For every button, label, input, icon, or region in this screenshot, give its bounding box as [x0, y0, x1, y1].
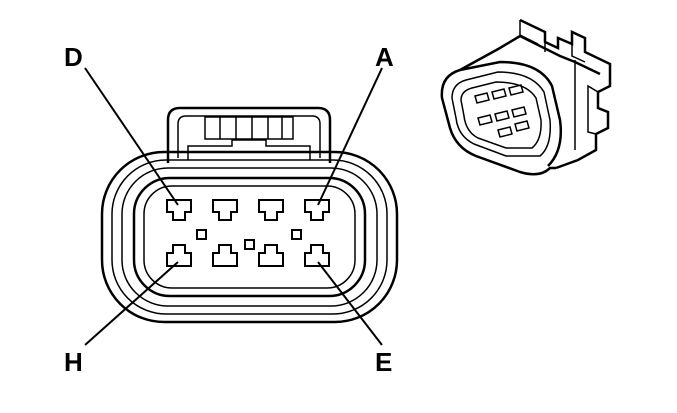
cavity-face: [143, 185, 356, 289]
label-d: D: [64, 42, 83, 72]
cavity-h: [166, 244, 192, 267]
housing-inner: [132, 176, 367, 298]
cavity-c: [212, 199, 238, 221]
leader-line-h: [84, 261, 179, 346]
key-square: [244, 239, 255, 250]
cavity-d: [166, 199, 192, 221]
cavity-row-top: [166, 199, 330, 221]
latch: [166, 106, 332, 163]
cavity-g: [212, 244, 238, 267]
housing-ring: [121, 167, 378, 307]
leader-line-e: [317, 261, 383, 346]
cavity-row-bottom: [166, 244, 330, 267]
connector-isometric-view: [440, 18, 612, 176]
cavity-e: [304, 244, 330, 267]
cavity-a: [304, 199, 330, 221]
leader-line-d: [84, 67, 179, 206]
housing-seal: [111, 159, 388, 315]
leader-line-a: [317, 67, 383, 206]
key-square: [196, 229, 207, 240]
label-e: E: [375, 347, 392, 377]
key-square: [291, 229, 302, 240]
housing-outer: [100, 150, 399, 324]
cavity-b: [258, 199, 284, 221]
label-a: A: [375, 42, 394, 72]
label-h: H: [64, 347, 83, 377]
cavity-f: [258, 244, 284, 267]
connector-front-view: [100, 106, 399, 324]
